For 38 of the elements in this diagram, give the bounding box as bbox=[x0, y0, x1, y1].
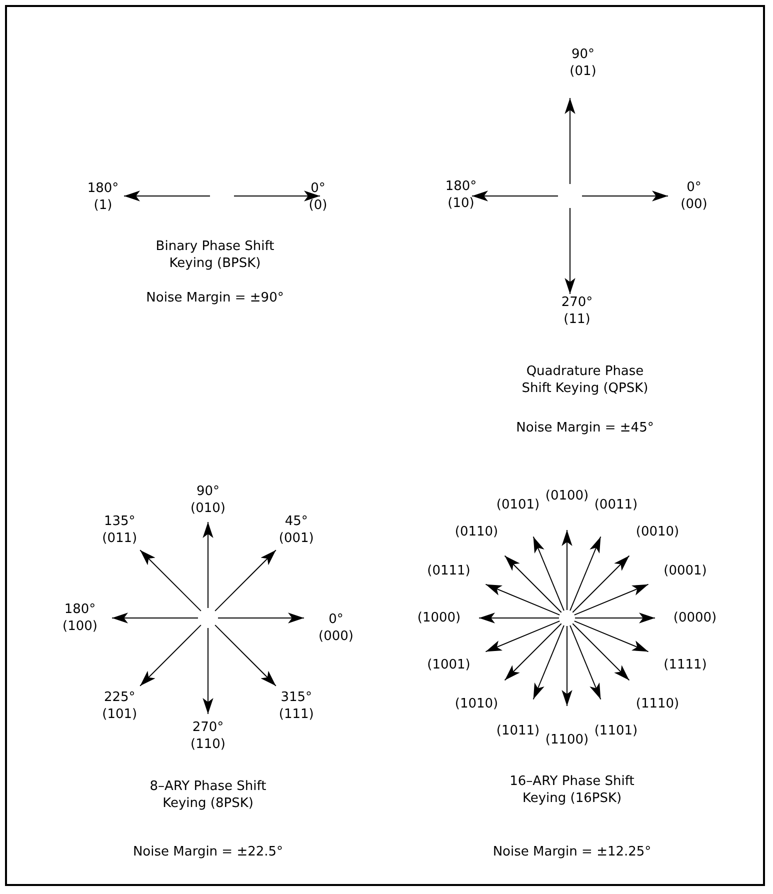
phase-label: (1010) bbox=[454, 696, 498, 713]
phase-label: (0100) bbox=[545, 488, 589, 504]
noise-margin-label: Noise Margin = ±22.5° bbox=[132, 844, 284, 860]
phase-label: (1001) bbox=[427, 656, 470, 674]
phase-label: (0101) bbox=[496, 496, 540, 514]
phase-label: 0° (0) bbox=[308, 180, 328, 214]
phase-label: (1100) bbox=[545, 732, 589, 748]
phase-label: (1111) bbox=[664, 656, 707, 674]
phase-label: 135° (011) bbox=[102, 512, 138, 547]
phase-label: 90° (010) bbox=[190, 483, 226, 517]
phase-label: 315° (111) bbox=[278, 689, 314, 724]
phase-label: (0111) bbox=[427, 562, 470, 580]
noise-margin-label: Noise Margin = ±12.25° bbox=[492, 844, 652, 860]
phase-label: 270° (11) bbox=[561, 294, 593, 328]
scheme-caption: Binary Phase Shift Keying (BPSK) bbox=[154, 238, 276, 272]
scheme-caption: 8–ARY Phase Shift Keying (8PSK) bbox=[148, 778, 268, 812]
phase-label: (0001) bbox=[664, 562, 707, 580]
phase-label: (1011) bbox=[496, 722, 540, 740]
phase-label: 180° (100) bbox=[62, 601, 98, 635]
scheme-caption: Quadrature Phase Shift Keying (QPSK) bbox=[520, 363, 650, 397]
scheme-caption: 16–ARY Phase Shift Keying (16PSK) bbox=[508, 773, 636, 807]
noise-margin-label: Noise Margin = ±90° bbox=[146, 290, 284, 306]
phase-label: (1110) bbox=[636, 696, 680, 713]
phase-label: 180° (1) bbox=[87, 180, 119, 214]
noise-margin-label: Noise Margin = ±45° bbox=[516, 420, 654, 436]
phase-label: (1000) bbox=[417, 610, 461, 626]
phase-label: (1101) bbox=[594, 722, 638, 740]
phase-label: 180° (10) bbox=[445, 178, 477, 212]
phase-label: (0011) bbox=[594, 496, 638, 514]
phase-label: (0000) bbox=[673, 610, 717, 626]
phase-label: 0° (00) bbox=[680, 179, 708, 213]
phase-label: 45° (001) bbox=[278, 512, 314, 547]
phase-label: 270° (110) bbox=[190, 719, 226, 753]
phase-label: (0110) bbox=[454, 523, 498, 540]
phase-label: (0010) bbox=[636, 523, 680, 540]
phase-label: 90° (01) bbox=[570, 46, 596, 80]
phase-label: 0° (000) bbox=[318, 611, 354, 645]
phase-label: 225° (101) bbox=[102, 689, 138, 724]
